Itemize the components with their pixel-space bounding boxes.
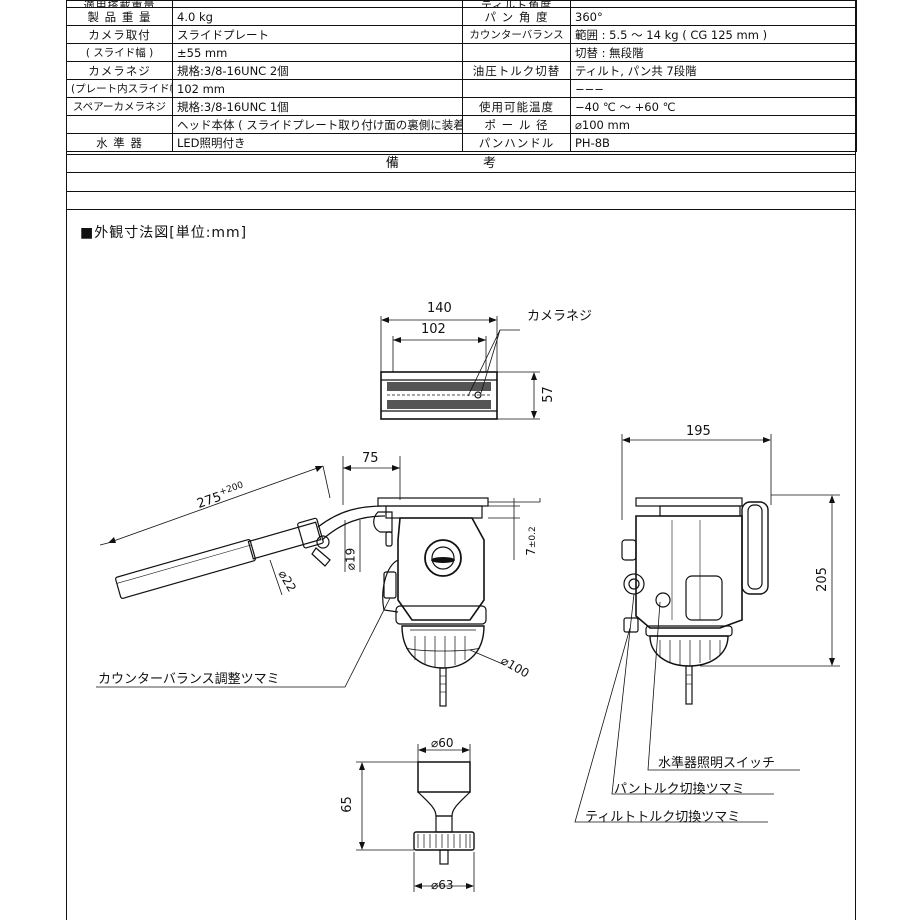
dim-75: 75 [362, 451, 379, 466]
dim-dia19: ⌀19 [343, 547, 358, 571]
label-counterbalance-knob: カウンターバランス調整ツマミ [98, 672, 280, 687]
spec-value: LED照明付き [172, 133, 463, 152]
spec-value: 規格:3/8-16UNC 2個 [172, 61, 463, 80]
front-view-head [574, 434, 840, 823]
dim-195: 195 [686, 424, 711, 439]
dim-65: 65 [339, 796, 355, 813]
dim-7-value: 7 [523, 548, 538, 556]
label-pan-torque-knob: パントルク切換ツマミ [614, 782, 745, 797]
pole-adapter-view [356, 744, 475, 892]
spec-value: PH-8B [570, 133, 857, 152]
remarks-row-line [66, 209, 856, 210]
dim-dia63: ⌀63 [431, 878, 454, 892]
spec-label: 製 品 重 量 [66, 7, 173, 26]
spec-label: カウンターバランス [462, 25, 571, 44]
spec-label: 水 準 器 [66, 133, 173, 152]
spec-row: カメラ取付スライドプレートカウンターバランス範囲 : 5.5 〜 14 kg (… [66, 25, 857, 44]
dim-dia60: ⌀60 [431, 736, 454, 750]
dim-140: 140 [427, 301, 452, 316]
spec-row: ヘッド本体 ( スライドプレート取り付け面の裏側に装着 )ポ ー ル 径⌀100… [66, 115, 857, 134]
spec-row: (プレート内スライド幅)102 mm−−− [66, 79, 857, 98]
dim-57: 57 [540, 386, 556, 403]
label-camera-screw: カメラネジ [527, 309, 593, 324]
side-view-head [96, 456, 541, 707]
dim-102: 102 [421, 322, 446, 337]
spec-sheet-frame [66, 0, 856, 920]
dim-7: 7±0.2 [524, 526, 538, 556]
remarks-header: 備 考 [66, 154, 856, 173]
label-tilt-torque-knob: ティルトトルク切換ツマミ [585, 810, 741, 825]
label-level-light-switch: 水準器照明スイッチ [658, 756, 776, 771]
dim-205: 205 [814, 567, 830, 592]
spec-label: ポ ー ル 径 [462, 115, 571, 134]
spec-label: スペアーカメラネジ [66, 97, 173, 116]
spec-row: スペアーカメラネジ規格:3/8-16UNC 1個使用可能温度−40 ℃ 〜 +6… [66, 97, 857, 116]
spec-value: 範囲 : 5.5 〜 14 kg ( CG 125 mm ) [570, 25, 857, 44]
section-title: ■外観寸法図[単位:mm] [80, 225, 248, 241]
spec-label: カメラ取付 [66, 25, 173, 44]
spec-row: カメラネジ規格:3/8-16UNC 2個油圧トルク切替ティルト, パン共 7段階 [66, 61, 857, 80]
top-view-slide-plate [380, 316, 540, 420]
spec-value: ヘッド本体 ( スライドプレート取り付け面の裏側に装着 ) [172, 115, 463, 134]
dim-7-tolerance: ±0.2 [527, 526, 538, 549]
remarks-row-line [66, 191, 856, 192]
